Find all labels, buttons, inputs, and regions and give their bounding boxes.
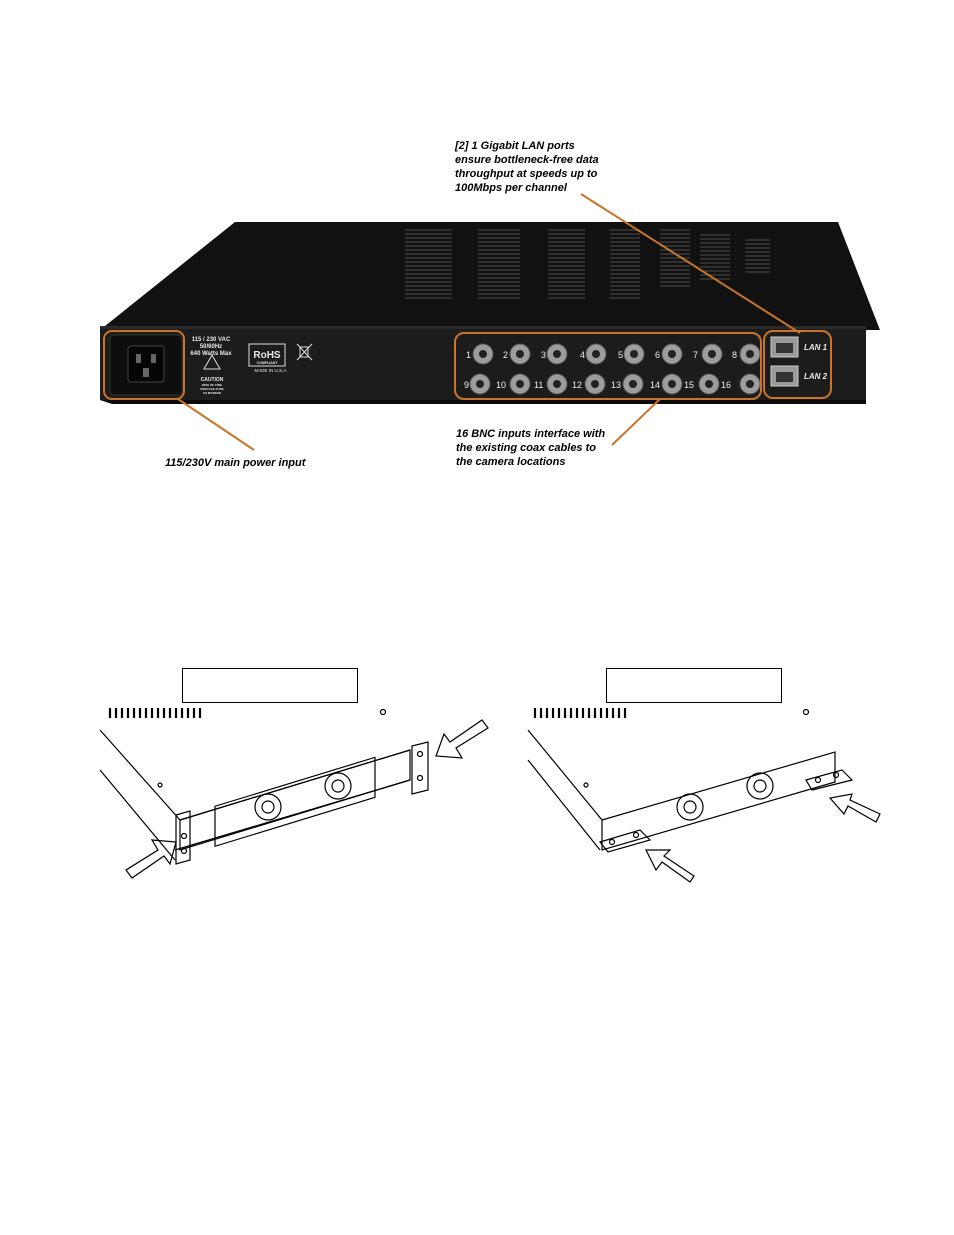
bnc-number-label: 16 (721, 380, 731, 390)
bnc-number-label: 5 (618, 350, 623, 360)
bnc-number-label: 2 (503, 350, 508, 360)
chassis-top (100, 222, 880, 330)
arrow-icon (125, 839, 177, 879)
caution-line-3: REPLACE FUSE (200, 387, 223, 391)
caution-line-4: AS MARKED (203, 391, 222, 395)
diagram-rack-mount-ears (99, 708, 489, 879)
bnc-number-label: 9 (464, 380, 469, 390)
lan-callout-line-4: 100Mbps per channel (455, 182, 567, 194)
rohs-compliant: COMPLIANT (257, 361, 279, 365)
power-callout-text: 115/230V main power input (165, 457, 306, 469)
arrow-icon (645, 849, 695, 883)
bnc-number-label: 10 (496, 380, 506, 390)
arrow-icon (435, 719, 489, 759)
bnc-callout-line-3: the camera locations (456, 456, 566, 468)
vent-slots (405, 229, 770, 299)
lan-2-label: LAN 2 (804, 372, 828, 381)
bnc-number-label: 11 (534, 380, 543, 390)
lan-callout-line-3: throughput at speeds up to (455, 168, 598, 180)
diagram-1-label-box (182, 668, 358, 703)
bnc-number-label: 15 (684, 380, 694, 390)
bnc-callout-line (611, 398, 661, 446)
caution-line-2: RISK OF FIRE (202, 383, 222, 387)
power-highlight-box (103, 330, 185, 400)
weee-bin-icon (296, 343, 313, 361)
diagram-desk-brackets (527, 708, 881, 883)
bnc-highlight-box (454, 332, 762, 400)
bnc-number-label: 14 (650, 380, 660, 390)
lan-callout-line-2: ensure bottleneck-free data (455, 154, 599, 166)
lan-callout-text: [2] 1 Gigabit LAN ports ensure bottlenec… (455, 139, 599, 195)
made-in-usa: MADE IN U.S.A. (254, 368, 287, 373)
warning-triangle-icon (203, 353, 221, 370)
lan-1-label: LAN 1 (804, 343, 828, 352)
bnc-callout-text: 16 BNC inputs interface with the existin… (456, 427, 605, 469)
bnc-callout-line-2: the existing coax cables to (456, 442, 596, 454)
bnc-number-label: 4 (580, 350, 585, 360)
lan-callout-line (580, 193, 801, 334)
arrow-icon (828, 793, 881, 823)
bnc-number-label: 6 (655, 350, 660, 360)
power-rating-line-2: 50/60Hz (200, 344, 222, 350)
lan-callout-line-1: [2] 1 Gigabit LAN ports (455, 140, 575, 152)
diagram-2-label-box (606, 668, 782, 703)
power-callout-line (177, 398, 255, 451)
bnc-number-label: 8 (732, 350, 737, 360)
bnc-number-label: 3 (541, 350, 546, 360)
rack-ear-diagrams (99, 708, 881, 883)
bnc-number-label: 1 (466, 350, 471, 360)
bnc-number-label: 12 (572, 380, 582, 390)
rohs-logo: RoHS (253, 350, 281, 361)
caution-line-1: CAUTION (201, 377, 224, 383)
power-rating-line-3: 640 Watts Max (190, 351, 232, 357)
bnc-callout-line-1: 16 BNC inputs interface with (456, 428, 606, 440)
power-rating-line-1: 115 / 230 VAC (192, 337, 231, 343)
bnc-number-label: 7 (693, 350, 698, 360)
bnc-number-label: 13 (611, 380, 621, 390)
